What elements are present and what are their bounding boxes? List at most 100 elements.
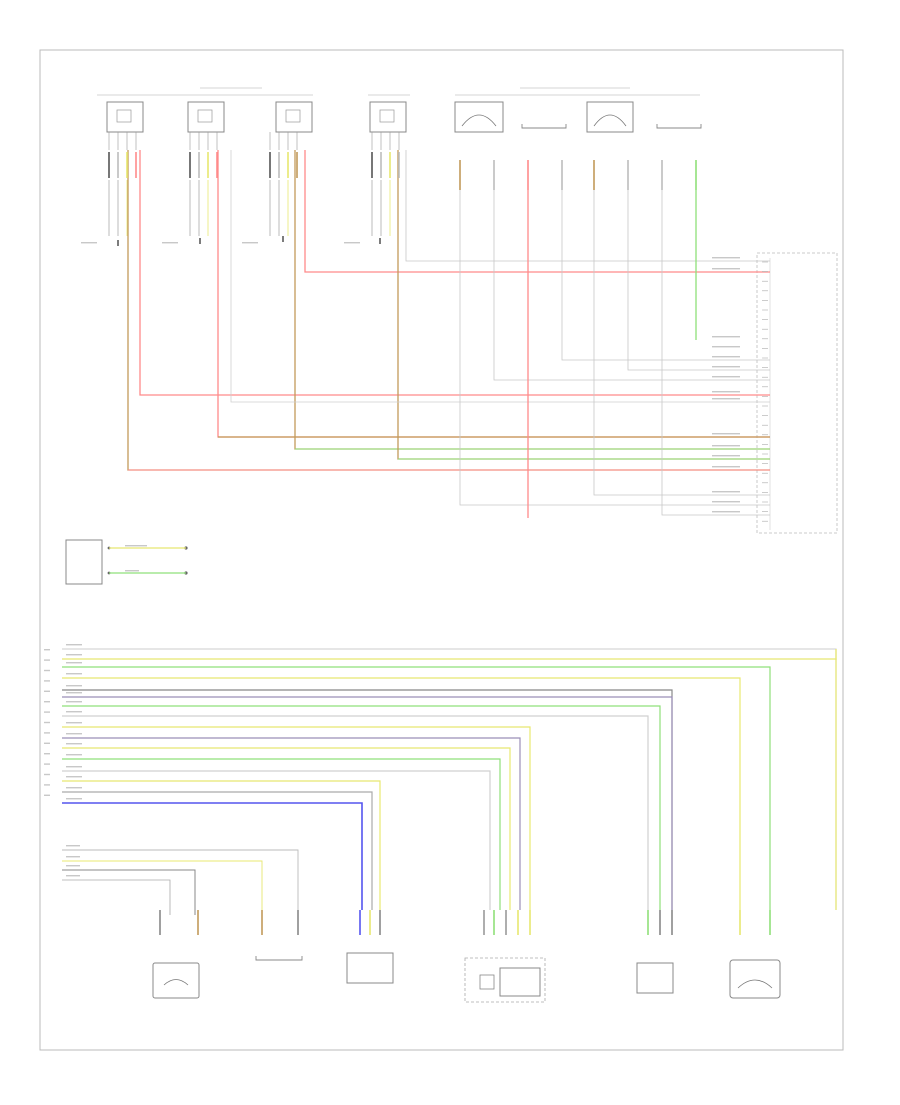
lower-wire-2	[62, 860, 263, 910]
lower-wire-1	[62, 849, 299, 910]
seat-switch-4	[369, 101, 407, 133]
wire-switch4-gray	[405, 150, 770, 262]
ground-label-4	[344, 242, 360, 244]
module-wire-label-1	[712, 257, 740, 259]
harness-label-1	[66, 644, 82, 646]
left-connector-tick	[44, 784, 50, 786]
left-connector-tick	[44, 680, 50, 682]
sensor-4-outline	[464, 957, 546, 1003]
harness-wire-10	[62, 737, 521, 910]
seat-switch-3	[275, 101, 313, 133]
module-wire-label-16	[712, 511, 740, 513]
sensor-1	[152, 962, 200, 999]
harness-label-15	[66, 787, 82, 789]
ground-label-3	[242, 242, 258, 244]
control-module	[756, 252, 838, 534]
module-wire-label-12	[712, 455, 740, 457]
harness-wire-14	[62, 780, 381, 910]
harness-label-16	[66, 798, 82, 800]
harness-wire-5	[62, 689, 673, 910]
seat-switch-group	[97, 87, 410, 133]
harness-label-6	[66, 692, 82, 694]
harness-label-3	[66, 662, 82, 664]
module-wire-label-3	[712, 336, 740, 338]
harness-wire-16	[62, 802, 363, 910]
module-wire-label-5	[712, 356, 740, 358]
module-wire-label-8	[712, 391, 740, 393]
left-connector-tick	[44, 773, 50, 776]
seat-heater-group	[454, 87, 702, 133]
harness-label-5	[66, 685, 82, 687]
wire-switch4-brown	[397, 150, 770, 460]
ground-label-2	[162, 242, 178, 244]
harness-wire-7	[62, 705, 661, 910]
seat-heater-4	[656, 124, 702, 129]
harness-label-9	[66, 722, 82, 724]
wire-switch1-red	[139, 150, 770, 396]
module-wire-label-7	[712, 376, 740, 378]
harness-label-8	[66, 711, 82, 713]
module-wire-label-10	[712, 433, 740, 435]
left-connector-tick	[44, 659, 50, 661]
left-connector-tick	[44, 742, 50, 744]
harness-wire-4	[62, 677, 741, 910]
harness-wire-11	[62, 747, 511, 910]
aux-wire-label-2	[125, 570, 139, 572]
ground-label-1	[81, 242, 97, 244]
left-connector-tick	[44, 669, 50, 672]
sensor-3	[346, 952, 394, 984]
harness-wire-3	[62, 666, 771, 910]
module-wire-label-6	[712, 366, 740, 368]
harness-label-11	[66, 743, 82, 745]
left-connector-tick	[44, 794, 50, 796]
harness-label-12	[66, 754, 82, 756]
wire-heater7	[661, 190, 770, 516]
lower-label-3	[66, 865, 80, 867]
wire-heater4	[561, 190, 770, 361]
left-connector-tick	[44, 732, 50, 734]
lower-wire-4	[62, 879, 171, 915]
pin-layer	[108, 152, 771, 935]
wire-switch1-brown	[127, 150, 770, 471]
seat-switch-2	[187, 101, 225, 133]
harness-wire-12	[62, 758, 501, 910]
module-wire-label-11	[712, 445, 740, 447]
harness-wire-9	[62, 726, 531, 910]
aux-wire-label-1	[125, 545, 147, 547]
wire-heater6	[627, 190, 770, 371]
wire-layer	[62, 132, 837, 915]
wire-heater1	[459, 190, 770, 506]
harness-label-4	[66, 673, 82, 675]
module-wire-label-9	[712, 398, 740, 400]
lower-wire-3	[62, 869, 196, 915]
module-wire-label-15	[712, 501, 740, 503]
wire-switch3-red	[304, 150, 770, 273]
bottom-components	[152, 952, 781, 1003]
sensor-2	[255, 956, 303, 961]
left-connector-tick	[44, 763, 50, 765]
harness-label-13	[66, 766, 82, 768]
wire-switch2-gray	[230, 150, 770, 403]
label-layer	[44, 242, 740, 877]
seat-switch-1	[106, 101, 144, 133]
harness-wire-15	[62, 791, 373, 910]
auxiliary-module	[65, 539, 103, 585]
harness-label-7	[66, 701, 82, 703]
left-connector-tick	[44, 649, 50, 651]
sensor-5	[636, 962, 674, 994]
harness-wire-1	[62, 648, 837, 910]
wire-heater2	[493, 190, 770, 381]
harness-wire-13	[62, 770, 491, 910]
left-connector-tick	[44, 721, 50, 724]
harness-wire-8	[62, 715, 649, 910]
lower-label-2	[66, 856, 80, 858]
actuator-6	[729, 959, 781, 999]
left-connector-tick	[44, 690, 50, 692]
seat-heater-2	[521, 124, 567, 129]
left-connector-tick	[44, 701, 50, 703]
harness-label-2	[66, 654, 82, 656]
module-wire-label-13	[712, 466, 740, 468]
wire-heater5	[593, 190, 770, 496]
